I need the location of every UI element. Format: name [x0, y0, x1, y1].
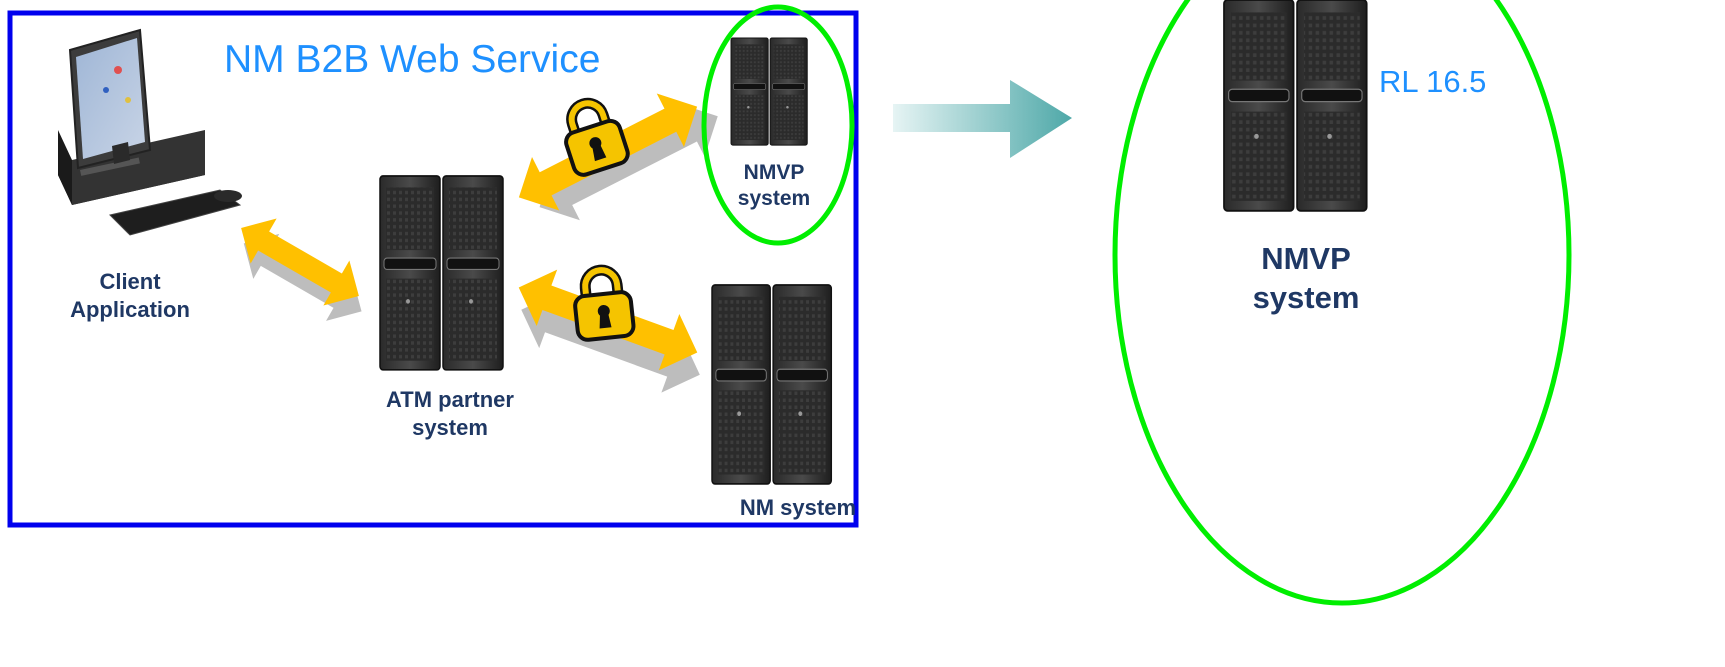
nmvp-highlight-ellipse: [701, 4, 855, 246]
diagram-title: NM B2B Web Service: [224, 38, 601, 81]
client-label-line1: Client: [99, 269, 161, 294]
nm-system-line1: NM system: [739, 495, 856, 520]
client-application-label: Client Application: [40, 268, 220, 323]
atm-label-line2: system: [412, 414, 488, 440]
release-label: RL 16.5: [1379, 64, 1487, 99]
nmvp-large-line2: system: [1252, 279, 1360, 315]
nmvp-small-label: NMVP system: [718, 160, 830, 213]
nm-system-label: NM system: [706, 494, 856, 522]
double-arrow-icon: [241, 218, 362, 321]
server-rack-icon: [1223, 0, 1368, 212]
atm-partner-label: ATM partner system: [360, 386, 540, 441]
client-label-line2: Application: [70, 296, 190, 322]
desktop-computer-icon: [58, 28, 242, 236]
nmvp-large-label: NMVP system: [1206, 240, 1406, 318]
atm-label-line1: ATM partner: [386, 387, 514, 412]
nmvp-small-line2: system: [737, 187, 811, 211]
nmvp-large-highlight-ellipse: [1112, 0, 1572, 606]
nmvp-large-line1: NMVP: [1261, 241, 1351, 276]
right-arrow-icon: [893, 80, 1072, 158]
nmvp-small-line1: NMVP: [743, 161, 805, 184]
